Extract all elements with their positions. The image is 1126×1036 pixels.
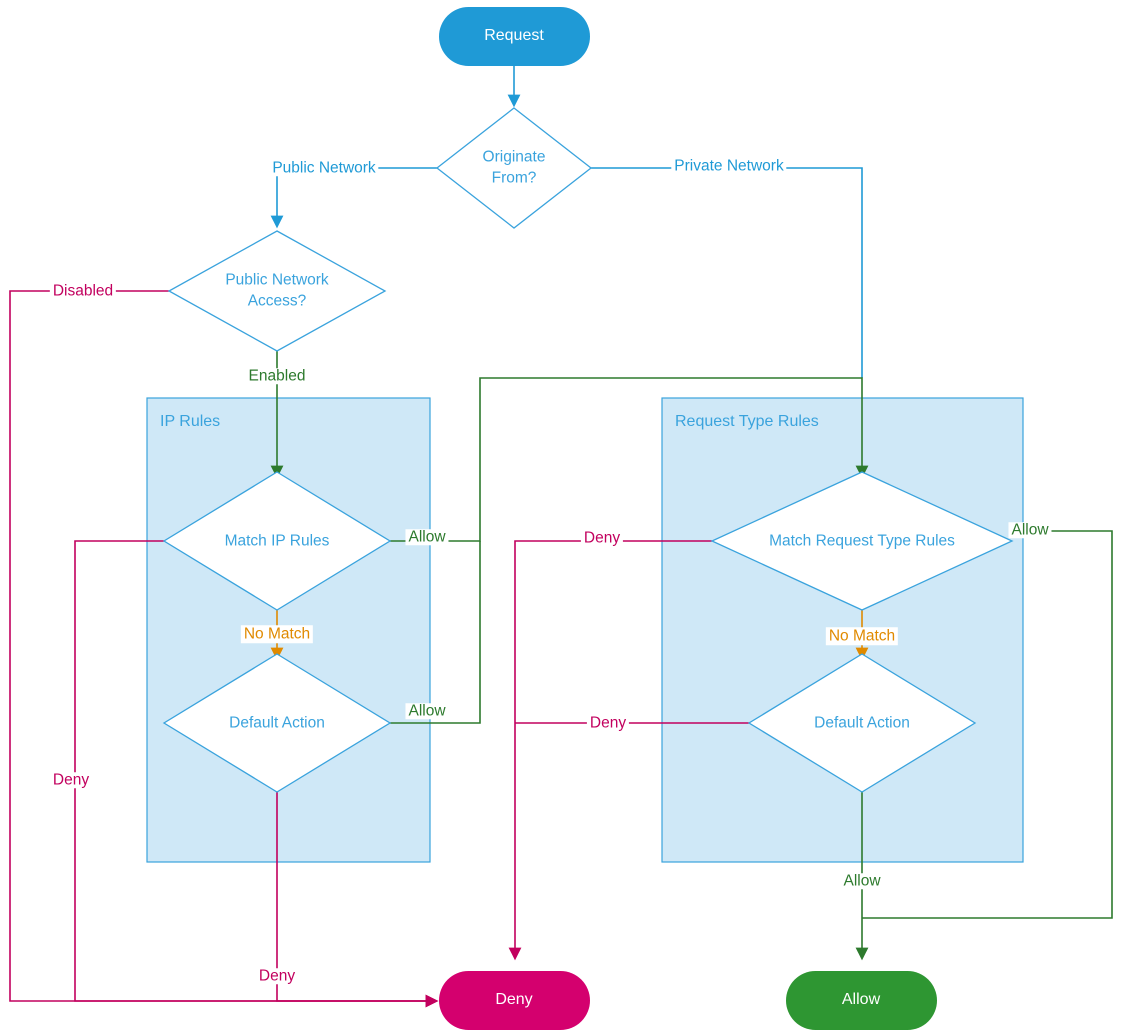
decision-originate-from-label-line2: From? <box>491 169 537 187</box>
decision-default-action-left-label: Default Action <box>229 714 325 732</box>
edge-label-rt-default-deny: Deny <box>586 715 630 731</box>
decision-public-network-access[interactable] <box>167 230 387 352</box>
group-title-request-type-rules: Request Type Rules <box>675 413 819 430</box>
terminal-deny-label: Deny <box>495 991 533 1008</box>
edge-label-rt-match-deny: Deny <box>580 530 624 546</box>
terminal-deny[interactable] <box>439 971 590 1030</box>
decision-default-action-right[interactable] <box>747 653 977 793</box>
edge-default-left-allow <box>390 541 481 724</box>
edge-label-rt-match-allow: Allow <box>1008 522 1052 538</box>
decision-originate-from[interactable] <box>435 107 593 229</box>
terminal-allow[interactable] <box>786 971 937 1030</box>
edge-match-request-type-allow-to-allow <box>862 530 1113 919</box>
terminal-request[interactable] <box>439 7 590 66</box>
edge-label-public-network: Public Network <box>269 160 379 176</box>
decision-originate-from-label-line1: Originate <box>482 148 546 166</box>
decision-default-action-right-label: Default Action <box>814 714 910 732</box>
group-title-ip-rules: IP Rules <box>160 413 221 430</box>
decision-default-action-left[interactable] <box>162 653 392 793</box>
edge-label-rt-no-match: No Match <box>825 627 899 645</box>
edge-label-disabled: Disabled <box>49 283 117 299</box>
edge-originate-private-network <box>591 167 863 378</box>
decision-match-ip-rules[interactable] <box>162 471 392 611</box>
edge-label-ip-default-allow: Allow <box>405 703 449 719</box>
edge-match-ip-deny-to-deny <box>74 540 439 1008</box>
edge-label-ip-match-deny: Deny <box>49 772 93 788</box>
edge-label-ip-match-allow: Allow <box>405 529 449 545</box>
edge-match-ip-allow-to-request-type-rules <box>390 377 869 542</box>
edge-label-enabled: Enabled <box>245 368 309 384</box>
edge-label-ip-no-match: No Match <box>240 625 314 643</box>
terminal-allow-label: Allow <box>841 991 881 1008</box>
decision-match-request-type-rules[interactable] <box>710 471 1014 611</box>
edge-match-request-type-deny-to-deny <box>508 540 712 961</box>
edge-label-private-network: Private Network <box>671 158 787 174</box>
decision-public-network-access-label-line2: Access? <box>247 292 307 310</box>
terminal-request-label: Request <box>484 27 544 44</box>
decision-match-ip-rules-label: Match IP Rules <box>224 532 330 550</box>
decision-match-request-type-rules-label: Match Request Type Rules <box>769 532 955 550</box>
decision-public-network-access-label-line1: Public Network <box>225 271 329 289</box>
edge-default-left-deny-to-deny <box>276 792 432 1002</box>
edge-label-ip-default-deny: Deny <box>255 968 299 984</box>
edge-label-rt-default-allow: Allow <box>840 873 884 889</box>
